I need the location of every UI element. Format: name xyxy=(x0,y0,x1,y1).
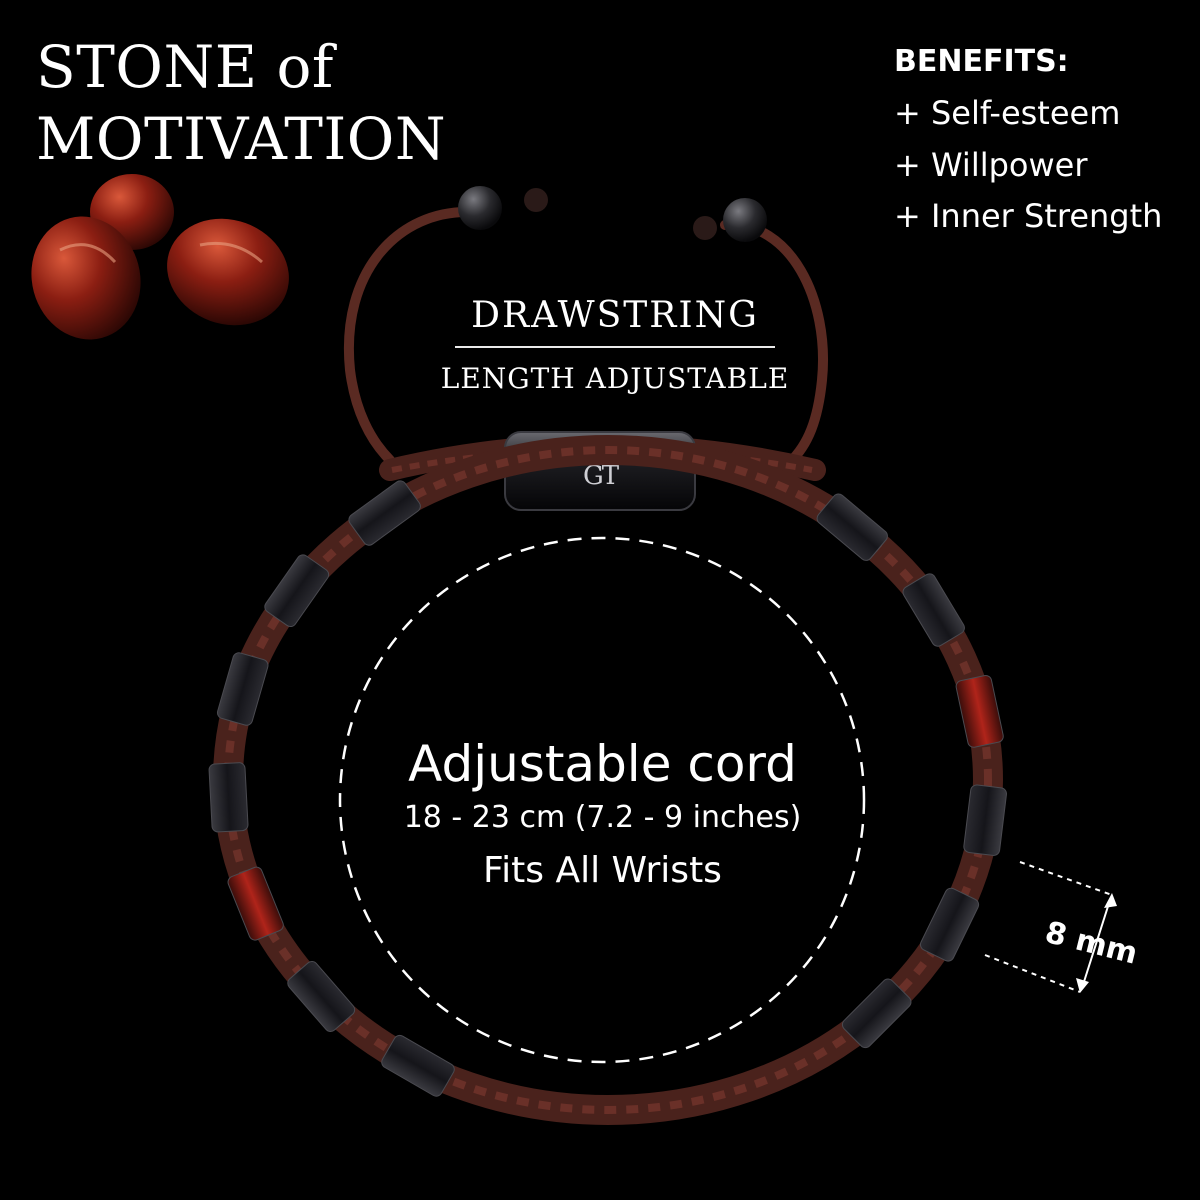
tiger-eye-stones xyxy=(31,174,289,340)
clasp-logo: GT xyxy=(583,461,620,491)
bead-tube xyxy=(208,762,249,833)
bead-tube xyxy=(227,866,284,941)
cord-title: Adjustable cord xyxy=(408,735,797,793)
cord-knot-right xyxy=(693,216,717,240)
stone-left xyxy=(31,216,141,340)
bead-tube xyxy=(216,652,269,726)
end-bead-left xyxy=(458,186,502,230)
bead-tube xyxy=(264,554,330,628)
cord-knot-left xyxy=(524,188,548,212)
cord-fit: Fits All Wrists xyxy=(483,850,722,891)
bead-dimension-marker xyxy=(984,861,1117,993)
bead-tube xyxy=(902,573,965,647)
bead-tube xyxy=(955,675,1004,748)
title-line-2: MOTIVATION xyxy=(36,105,447,173)
bead-tube xyxy=(348,480,421,546)
stone-right xyxy=(167,218,289,326)
drawstring-subtitle: LENGTH ADJUSTABLE xyxy=(440,362,790,395)
wrist-circle xyxy=(338,536,866,1064)
bead-tube xyxy=(287,960,356,1033)
cord-size: 18 - 23 cm (7.2 - 9 inches) xyxy=(403,800,802,835)
drawstring-cord xyxy=(343,186,828,467)
bead-tube xyxy=(816,493,888,561)
bead-tube xyxy=(919,887,980,962)
bead-tube xyxy=(963,784,1007,856)
benefit-item: + Self-esteem xyxy=(894,94,1121,132)
title-line-1: STONE of xyxy=(36,33,334,101)
bead-tube xyxy=(841,978,912,1049)
benefits-heading: BENEFITS: xyxy=(894,44,1069,79)
drawstring-divider xyxy=(455,346,775,348)
benefit-item: + Willpower xyxy=(894,145,1088,184)
end-bead-right xyxy=(723,198,767,242)
benefit-item: + Inner Strength xyxy=(894,197,1163,236)
drawstring-title: DRAWSTRING xyxy=(471,295,759,336)
bead-chain xyxy=(208,480,1007,1097)
bead-tube xyxy=(381,1034,455,1097)
benefits-list: BENEFITS: + Self-esteem + Willpower + In… xyxy=(894,44,1162,248)
